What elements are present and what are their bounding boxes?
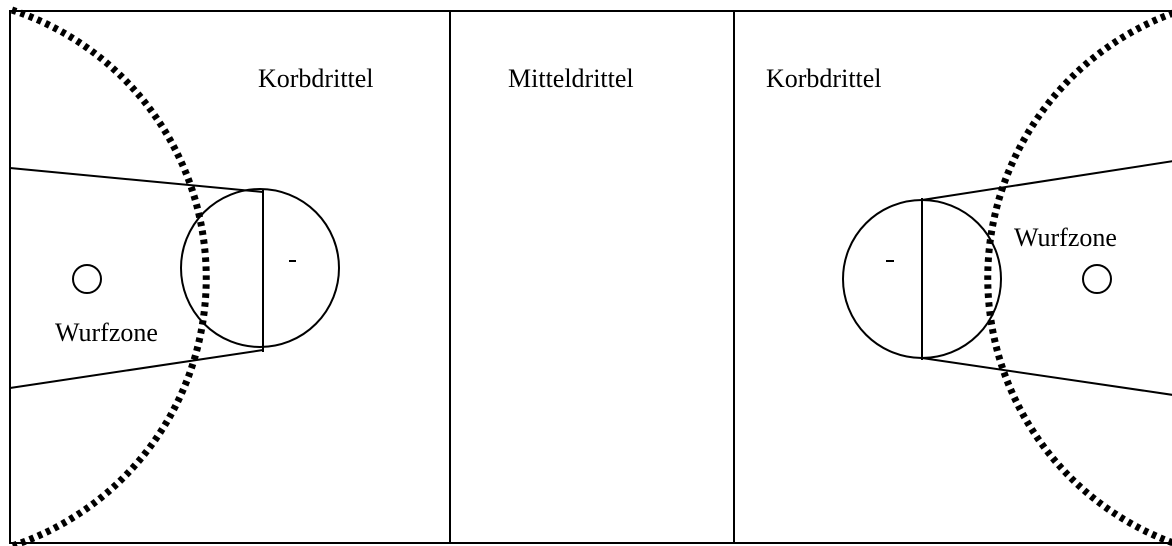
right-key-top-line (921, 160, 1172, 201)
left-basket-ring (72, 264, 102, 294)
left-key-top-line (9, 167, 264, 193)
right-basket-ring (1082, 264, 1112, 294)
right-key-bottom-line (921, 357, 1172, 396)
left-three-point-arc (10, 6, 210, 546)
right-free-throw-circle (842, 199, 1002, 359)
right-basket-area (842, 9, 1172, 546)
left-free-throw-circle (180, 188, 340, 348)
label-right-basket-third: Korbdrittel (766, 64, 882, 93)
right-three-point-arc (984, 9, 1172, 546)
label-left-shooting-zone: Wurfzone (55, 318, 158, 347)
left-basket-area (9, 6, 340, 546)
court-boundary (9, 10, 1172, 544)
label-right-shooting-zone: Wurfzone (1014, 223, 1117, 252)
left-key-bottom-line (9, 349, 264, 389)
label-left-basket-third: Korbdrittel (258, 64, 374, 93)
label-middle-third: Mitteldrittel (508, 64, 634, 93)
